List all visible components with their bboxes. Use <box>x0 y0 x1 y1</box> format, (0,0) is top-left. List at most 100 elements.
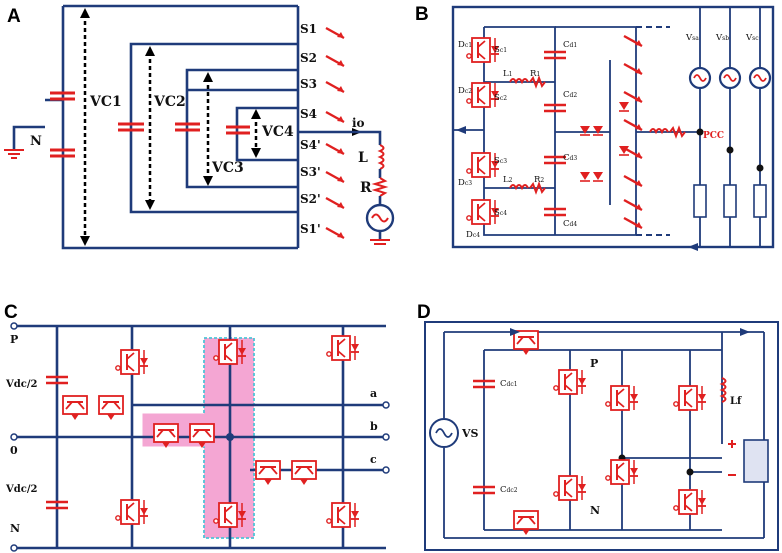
switch-s1p-label: S1' <box>300 222 321 236</box>
ac-source-icon <box>718 66 742 90</box>
switch-s4p-label: S4' <box>300 138 321 152</box>
switch-s1-label: S1 <box>300 22 317 36</box>
inductor <box>719 377 727 403</box>
label-vsa: Vsa <box>685 33 699 43</box>
vc1-label: VC1 <box>89 94 122 110</box>
terminal <box>382 433 390 441</box>
voltage-arrow <box>145 46 155 210</box>
panel-c: C P 0 N a b c Vdc/2 Vdc/2 <box>4 302 390 552</box>
vc2-label: VC2 <box>153 94 186 110</box>
switch-devices <box>513 330 707 536</box>
label-sc2: Sc2 <box>494 93 507 103</box>
resistor-label: R <box>360 180 372 196</box>
source-vs-label: VS <box>461 427 479 440</box>
panel-a-letter: A <box>7 6 21 27</box>
lower-cap-label: Vdc/2 <box>5 484 37 495</box>
label-cdc1: Cdc1 <box>500 379 518 389</box>
label-dc1: Dc1 <box>458 40 472 50</box>
current-arrow <box>740 328 750 336</box>
terminal <box>382 466 390 474</box>
switch-s2-label: S2 <box>300 51 317 65</box>
junction <box>226 433 234 441</box>
resistor <box>529 75 546 89</box>
capacitor <box>118 122 144 132</box>
vc4-label: VC4 <box>261 124 294 140</box>
voltage-arrow <box>203 72 213 186</box>
switch-s3p-label: S3' <box>300 165 321 179</box>
wire <box>12 125 45 150</box>
panel-b: B Dc1 Sc1 Dc2 Sc2 Sc3 Dc3 Sc4 Dc4 Cd1 Cd… <box>415 4 775 251</box>
phase-a-label: a <box>370 387 377 400</box>
label-r1: R1 <box>530 69 540 79</box>
current-arrow <box>688 243 698 251</box>
ground-icon <box>4 149 24 159</box>
label-cd1: Cd1 <box>563 40 577 50</box>
ac-source-icon <box>748 66 772 90</box>
label-l1: L1 <box>503 69 512 79</box>
wire <box>61 6 298 250</box>
inductor <box>649 128 669 135</box>
label-vsc: Vsc <box>745 33 759 43</box>
phase-c-label: c <box>370 453 377 466</box>
load-resistors <box>693 184 767 218</box>
panel-c-letter: C <box>4 302 18 323</box>
panel-d-letter: D <box>417 302 431 323</box>
label-cd4: Cd4 <box>563 219 577 229</box>
panel-d: D VS Cdc1 Cdc2 P N Lf <box>417 302 779 551</box>
terminal <box>10 433 18 441</box>
label-dc4: Dc4 <box>466 230 480 240</box>
inductor <box>377 144 385 170</box>
switch-s3-label: S3 <box>300 77 317 91</box>
resistor <box>371 177 389 197</box>
label-sc3: Sc3 <box>494 156 507 166</box>
junction <box>756 164 764 172</box>
label-r2: R2 <box>534 175 544 185</box>
junction <box>696 128 704 136</box>
rail-0-label: 0 <box>10 444 18 457</box>
capacitor <box>175 122 200 132</box>
terminal <box>10 544 18 552</box>
ac-source-icon <box>688 66 712 90</box>
n-label: N <box>590 504 600 517</box>
switch-s2p-label: S2' <box>300 192 321 206</box>
ac-source-icon <box>365 203 395 233</box>
p-label: P <box>590 357 598 370</box>
label-vsb: Vsb <box>715 33 729 43</box>
voltage-arrow <box>80 8 90 246</box>
rail-n-label: N <box>10 522 20 535</box>
panel-frame <box>424 321 779 551</box>
phase-b-label: b <box>370 420 378 433</box>
label-cd3: Cd3 <box>563 153 577 163</box>
switch-s4-label: S4 <box>300 107 317 121</box>
upper-cap-label: Vdc/2 <box>5 379 37 390</box>
capacitor <box>226 125 250 135</box>
wire <box>346 130 382 145</box>
inductor <box>509 78 529 85</box>
capacitor <box>45 91 75 158</box>
clamp-diodes <box>579 101 630 182</box>
ac-source-icon <box>429 418 459 448</box>
current-arrow <box>456 126 466 134</box>
label-cd2: Cd2 <box>563 90 577 100</box>
resistor <box>529 181 546 195</box>
terminal <box>10 322 18 330</box>
switch-labels: S1 S2 S3 S4 S4' S3' S2' S1' <box>300 22 321 236</box>
panel-a: A <box>4 4 395 250</box>
pcc-label: PCC <box>703 131 724 141</box>
rail-p-label: P <box>10 333 18 346</box>
panel-b-letter: B <box>415 4 429 25</box>
junction <box>726 146 734 154</box>
inductor-label: L <box>358 150 368 166</box>
wire <box>451 5 775 249</box>
label-l2: L2 <box>503 175 513 185</box>
inductor <box>509 184 529 191</box>
switch-cells <box>465 37 500 225</box>
label-cdc2: Cdc2 <box>500 485 518 495</box>
terminal <box>382 401 390 409</box>
junction <box>686 468 694 476</box>
label-sc1: Sc1 <box>494 45 507 55</box>
resistor <box>669 125 686 139</box>
label-sc4: Sc4 <box>494 208 507 218</box>
label-dc2: Dc2 <box>458 86 472 96</box>
